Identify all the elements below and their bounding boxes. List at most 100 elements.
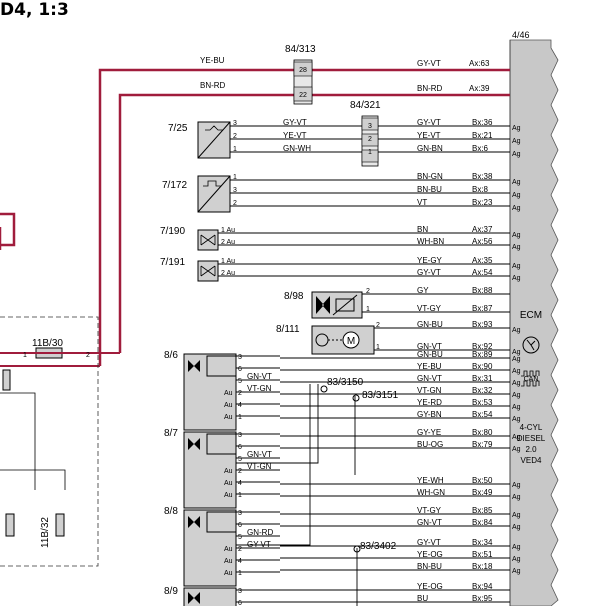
ecm-terminal-label: Bx:88 — [472, 286, 493, 295]
ecm-pin-suffix: Ag — [512, 368, 521, 375]
pin-tag: Au — [224, 390, 233, 397]
engine-spec: DIESEL — [517, 434, 546, 443]
wire-color-label: GY-VT — [283, 118, 307, 127]
pin-num: 2 — [238, 468, 242, 475]
ecm-pin-suffix: Ag — [512, 446, 521, 453]
pin-num: 1 — [238, 492, 242, 499]
wire-color-label: GY-VT — [417, 268, 441, 277]
pin-num: 4 — [238, 402, 242, 409]
wire-color-label: WH-BN — [417, 237, 444, 246]
ecm-terminal-label: Bx:38 — [472, 172, 493, 181]
pin-tag: Au — [224, 558, 233, 565]
pin-num: 1 — [366, 306, 370, 313]
wire-color-label: YE-WH — [417, 476, 444, 485]
wire-color-label: BN-GN — [417, 172, 443, 181]
connector-pin: 1 — [368, 149, 372, 156]
ecm-pin-suffix: Ag — [512, 263, 521, 270]
pin-num: 6 — [238, 444, 242, 451]
connector-ref-84-321: 84/321 — [350, 100, 381, 111]
ecm-terminal-label: Ax:39 — [469, 84, 490, 93]
pin-num: 2 — [366, 288, 370, 295]
wire-color-label: GN-VT — [247, 450, 272, 459]
engine-spec: VED4 — [521, 456, 542, 465]
wire-color-label: VT-GN — [247, 384, 272, 393]
ecm-terminal-label: Bx:51 — [472, 550, 493, 559]
ecm-terminal-label: Bx:53 — [472, 398, 493, 407]
wire-color-label: VT-GN — [247, 462, 272, 471]
pin-num: 2 Au — [221, 239, 235, 246]
component-ref: 8/9 — [164, 586, 178, 597]
ecm-terminal-label: Ax:56 — [472, 237, 493, 246]
wire-color-label: VT — [417, 198, 427, 207]
ecm-pin-suffix: Ag — [512, 138, 521, 145]
pin-tag: Au — [224, 414, 233, 421]
ecm-terminal-label: Ax:35 — [472, 256, 493, 265]
pin-num: 1 Au — [221, 258, 235, 265]
component-ref: 7/172 — [162, 180, 187, 191]
ecm-pin-suffix: Ag — [512, 544, 521, 551]
wire-color-label: BN-BU — [417, 185, 442, 194]
component-ref: 8/6 — [164, 350, 178, 361]
ecm-terminal-label: Bx:87 — [472, 304, 493, 313]
pin-num: 1 — [376, 344, 380, 351]
clock-icon — [522, 336, 540, 354]
ecm-pin-suffix: Ag — [512, 392, 521, 399]
pin-num: 3 — [238, 510, 242, 517]
motor-label: M — [347, 336, 355, 347]
wire-color-label: GY-VT — [417, 538, 441, 547]
motor-icon — [342, 331, 360, 349]
ecm-terminal-label: Bx:49 — [472, 488, 493, 497]
pin-num: 1 — [238, 414, 242, 421]
ecm-pin-suffix: Ag — [512, 232, 521, 239]
pin-num: 3 — [238, 354, 242, 361]
ecm-pin-suffix: Ag — [512, 192, 521, 199]
wire-color-label: GY-BN — [417, 410, 442, 419]
ecm-name: ECM — [520, 310, 542, 321]
wire-color-label: BU-OG — [417, 440, 443, 449]
ecm-pin-suffix: Ag — [512, 244, 521, 251]
wire-color-label: WH-GN — [417, 488, 445, 497]
pin-num: 1 — [238, 570, 242, 577]
ecm-pin-suffix: Ag — [512, 125, 521, 132]
ecm-pin-suffix: Ag — [512, 205, 521, 212]
ecm-terminal-label: Bx:92 — [472, 342, 493, 351]
splice-ref: 83/3151 — [362, 390, 399, 401]
wire-color-label: BN-RD — [200, 81, 226, 90]
ecm-pin-suffix: Ag — [512, 568, 521, 575]
ecm-pin-suffix: Ag — [512, 556, 521, 563]
ecm-terminal-label: Bx:79 — [472, 440, 493, 449]
pulse-icon — [521, 370, 540, 387]
wire-color-label: BU — [417, 594, 428, 603]
pin-num: 2 — [233, 133, 237, 140]
wire-color-label: YE-OG — [417, 550, 443, 559]
pin-num: 3 — [233, 120, 237, 127]
wire-color-label: GY-VT — [417, 59, 441, 68]
fuse-ref: 11B/32 — [40, 517, 51, 548]
wire-color-label: GY-VT — [417, 118, 441, 127]
diagram-title: D4, 1:3 — [0, 0, 69, 20]
wire-color-label: GN-VT — [417, 342, 442, 351]
component-ref: 8/7 — [164, 428, 178, 439]
pin-tag: Au — [224, 546, 233, 553]
pin-num: 3 — [238, 588, 242, 595]
wire-color-label: VT-GY — [417, 506, 442, 515]
ecm-pin-suffix: Ag — [512, 482, 521, 489]
wire-color-label: BN — [417, 225, 428, 234]
wire-color-label: YE-OG — [417, 582, 443, 591]
fuse-bottom-left — [5, 513, 15, 537]
pin-num: 3 — [238, 432, 242, 439]
ecm-terminal-label: Bx:32 — [472, 386, 493, 395]
splice-ref: 83/3150 — [327, 377, 364, 388]
ecm-terminal-label: Bx:36 — [472, 118, 493, 127]
connector-pin: 28 — [299, 67, 307, 74]
pin-num: 3 — [233, 187, 237, 194]
power-wire-ye-bu — [0, 68, 294, 366]
pin-num: 1 Au — [221, 227, 235, 234]
wire-color-label: VT-GY — [417, 304, 442, 313]
pin-num: 5 — [238, 534, 242, 541]
ecm-pin-suffix: Ag — [512, 380, 521, 387]
ecm-terminal-label: Ax:63 — [469, 59, 490, 68]
sheet-ref: 4/46 — [512, 30, 530, 40]
ecm-pin-suffix: Ag — [512, 416, 521, 423]
